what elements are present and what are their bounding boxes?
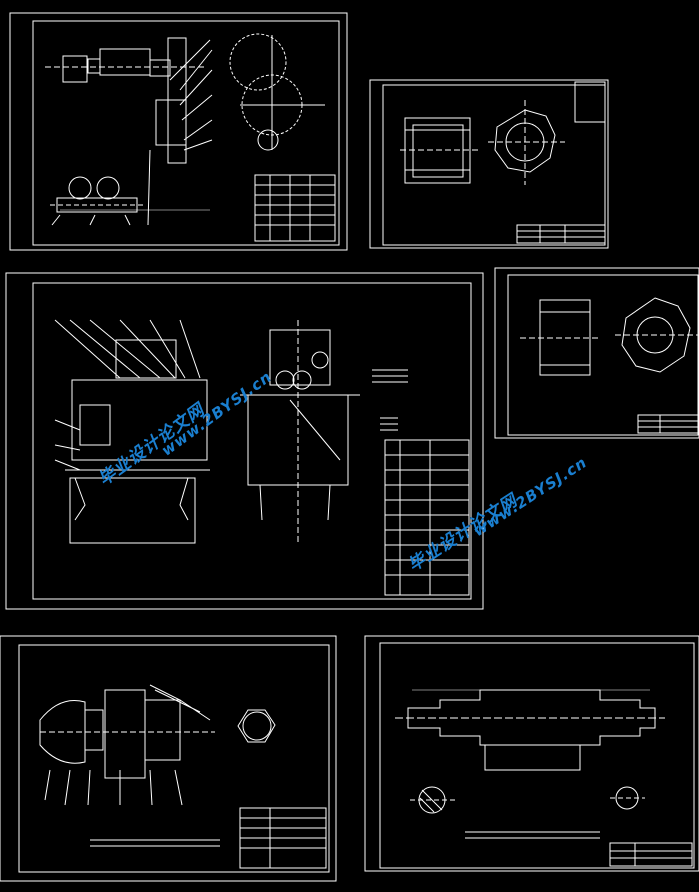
sheet-part-shaft[interactable] (364, 635, 699, 872)
sheet-part-middle-right[interactable] (494, 267, 699, 439)
sheet-part-top-right[interactable] (369, 79, 609, 249)
sheet-assembly-top-left[interactable] (9, 12, 348, 251)
sheet-assembly-main[interactable] (5, 272, 484, 610)
sheet-assembly-bottom-left[interactable] (0, 635, 337, 882)
